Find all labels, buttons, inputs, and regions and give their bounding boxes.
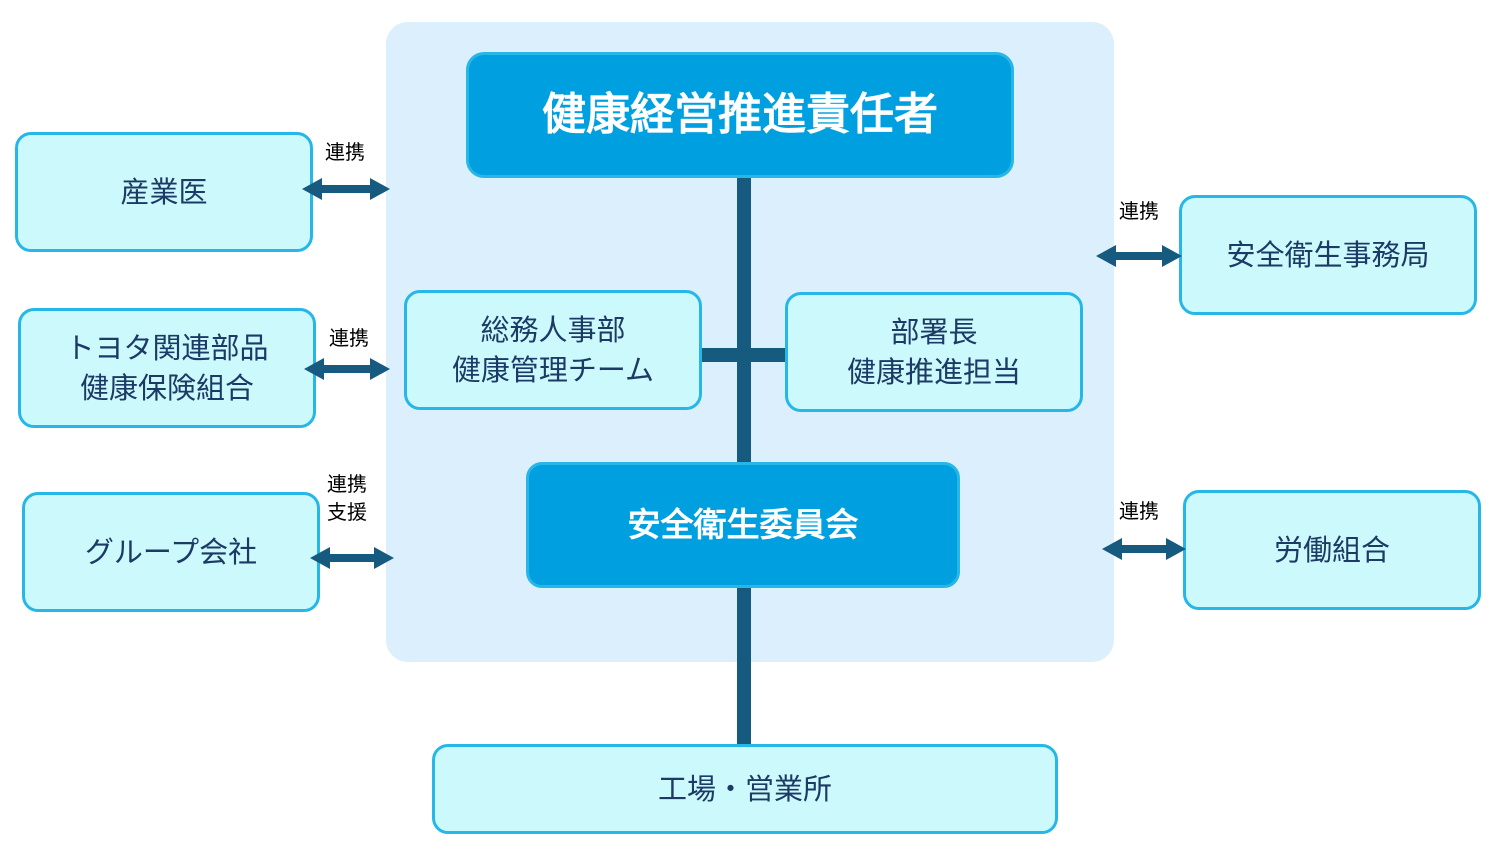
secretariat-label: 安全衛生事務局 xyxy=(1226,238,1430,272)
secretariat-double-arrow xyxy=(1096,245,1182,267)
hr-label-line2: 健康管理チーム xyxy=(451,353,655,387)
group-company-box: グループ会社 xyxy=(22,492,320,612)
dept-head-box: 部署長 健康推進担当 xyxy=(785,292,1083,412)
insurance-label-line2: 健康保険組合 xyxy=(79,371,254,405)
vertical-connector-bottom xyxy=(737,586,751,746)
factory-office-box: 工場・営業所 xyxy=(432,744,1058,834)
physician-link-label: 連携 xyxy=(325,140,365,164)
labor-union-double-arrow xyxy=(1102,538,1186,560)
committee-label: 安全衛生委員会 xyxy=(627,505,859,544)
safety-committee-box: 安全衛生委員会 xyxy=(526,462,960,588)
safety-secretariat-box: 安全衛生事務局 xyxy=(1179,195,1477,315)
physician-double-arrow xyxy=(302,178,390,200)
health-insurance-box: トヨタ関連部品 健康保険組合 xyxy=(18,308,316,428)
vertical-connector-top xyxy=(737,176,751,466)
dept-label-line2: 健康推進担当 xyxy=(846,355,1021,389)
factory-label: 工場・営業所 xyxy=(657,772,832,806)
labor-union-box: 労働組合 xyxy=(1183,490,1481,610)
insurance-link-label: 連携 xyxy=(329,326,369,350)
horizontal-connector xyxy=(700,348,788,362)
hr-health-team-box: 総務人事部 健康管理チーム xyxy=(404,290,702,410)
dept-label-line1: 部署長 xyxy=(890,315,978,349)
insurance-double-arrow xyxy=(304,358,390,380)
industrial-physician-box: 産業医 xyxy=(15,132,313,252)
labor-union-label: 労働組合 xyxy=(1273,533,1390,567)
manager-label: 健康経営推進責任者 xyxy=(542,89,938,140)
group-company-link-label: 連携 支援 xyxy=(327,472,367,524)
secretariat-link-label: 連携 xyxy=(1119,199,1159,223)
group-company-double-arrow xyxy=(310,547,394,569)
group-company-label: グループ会社 xyxy=(84,535,258,569)
health-management-manager-box: 健康経営推進責任者 xyxy=(466,52,1014,178)
physician-label: 産業医 xyxy=(120,175,208,209)
labor-union-link-label: 連携 xyxy=(1119,499,1159,523)
hr-label-line1: 総務人事部 xyxy=(480,313,626,347)
insurance-label-line1: トヨタ関連部品 xyxy=(65,331,269,365)
